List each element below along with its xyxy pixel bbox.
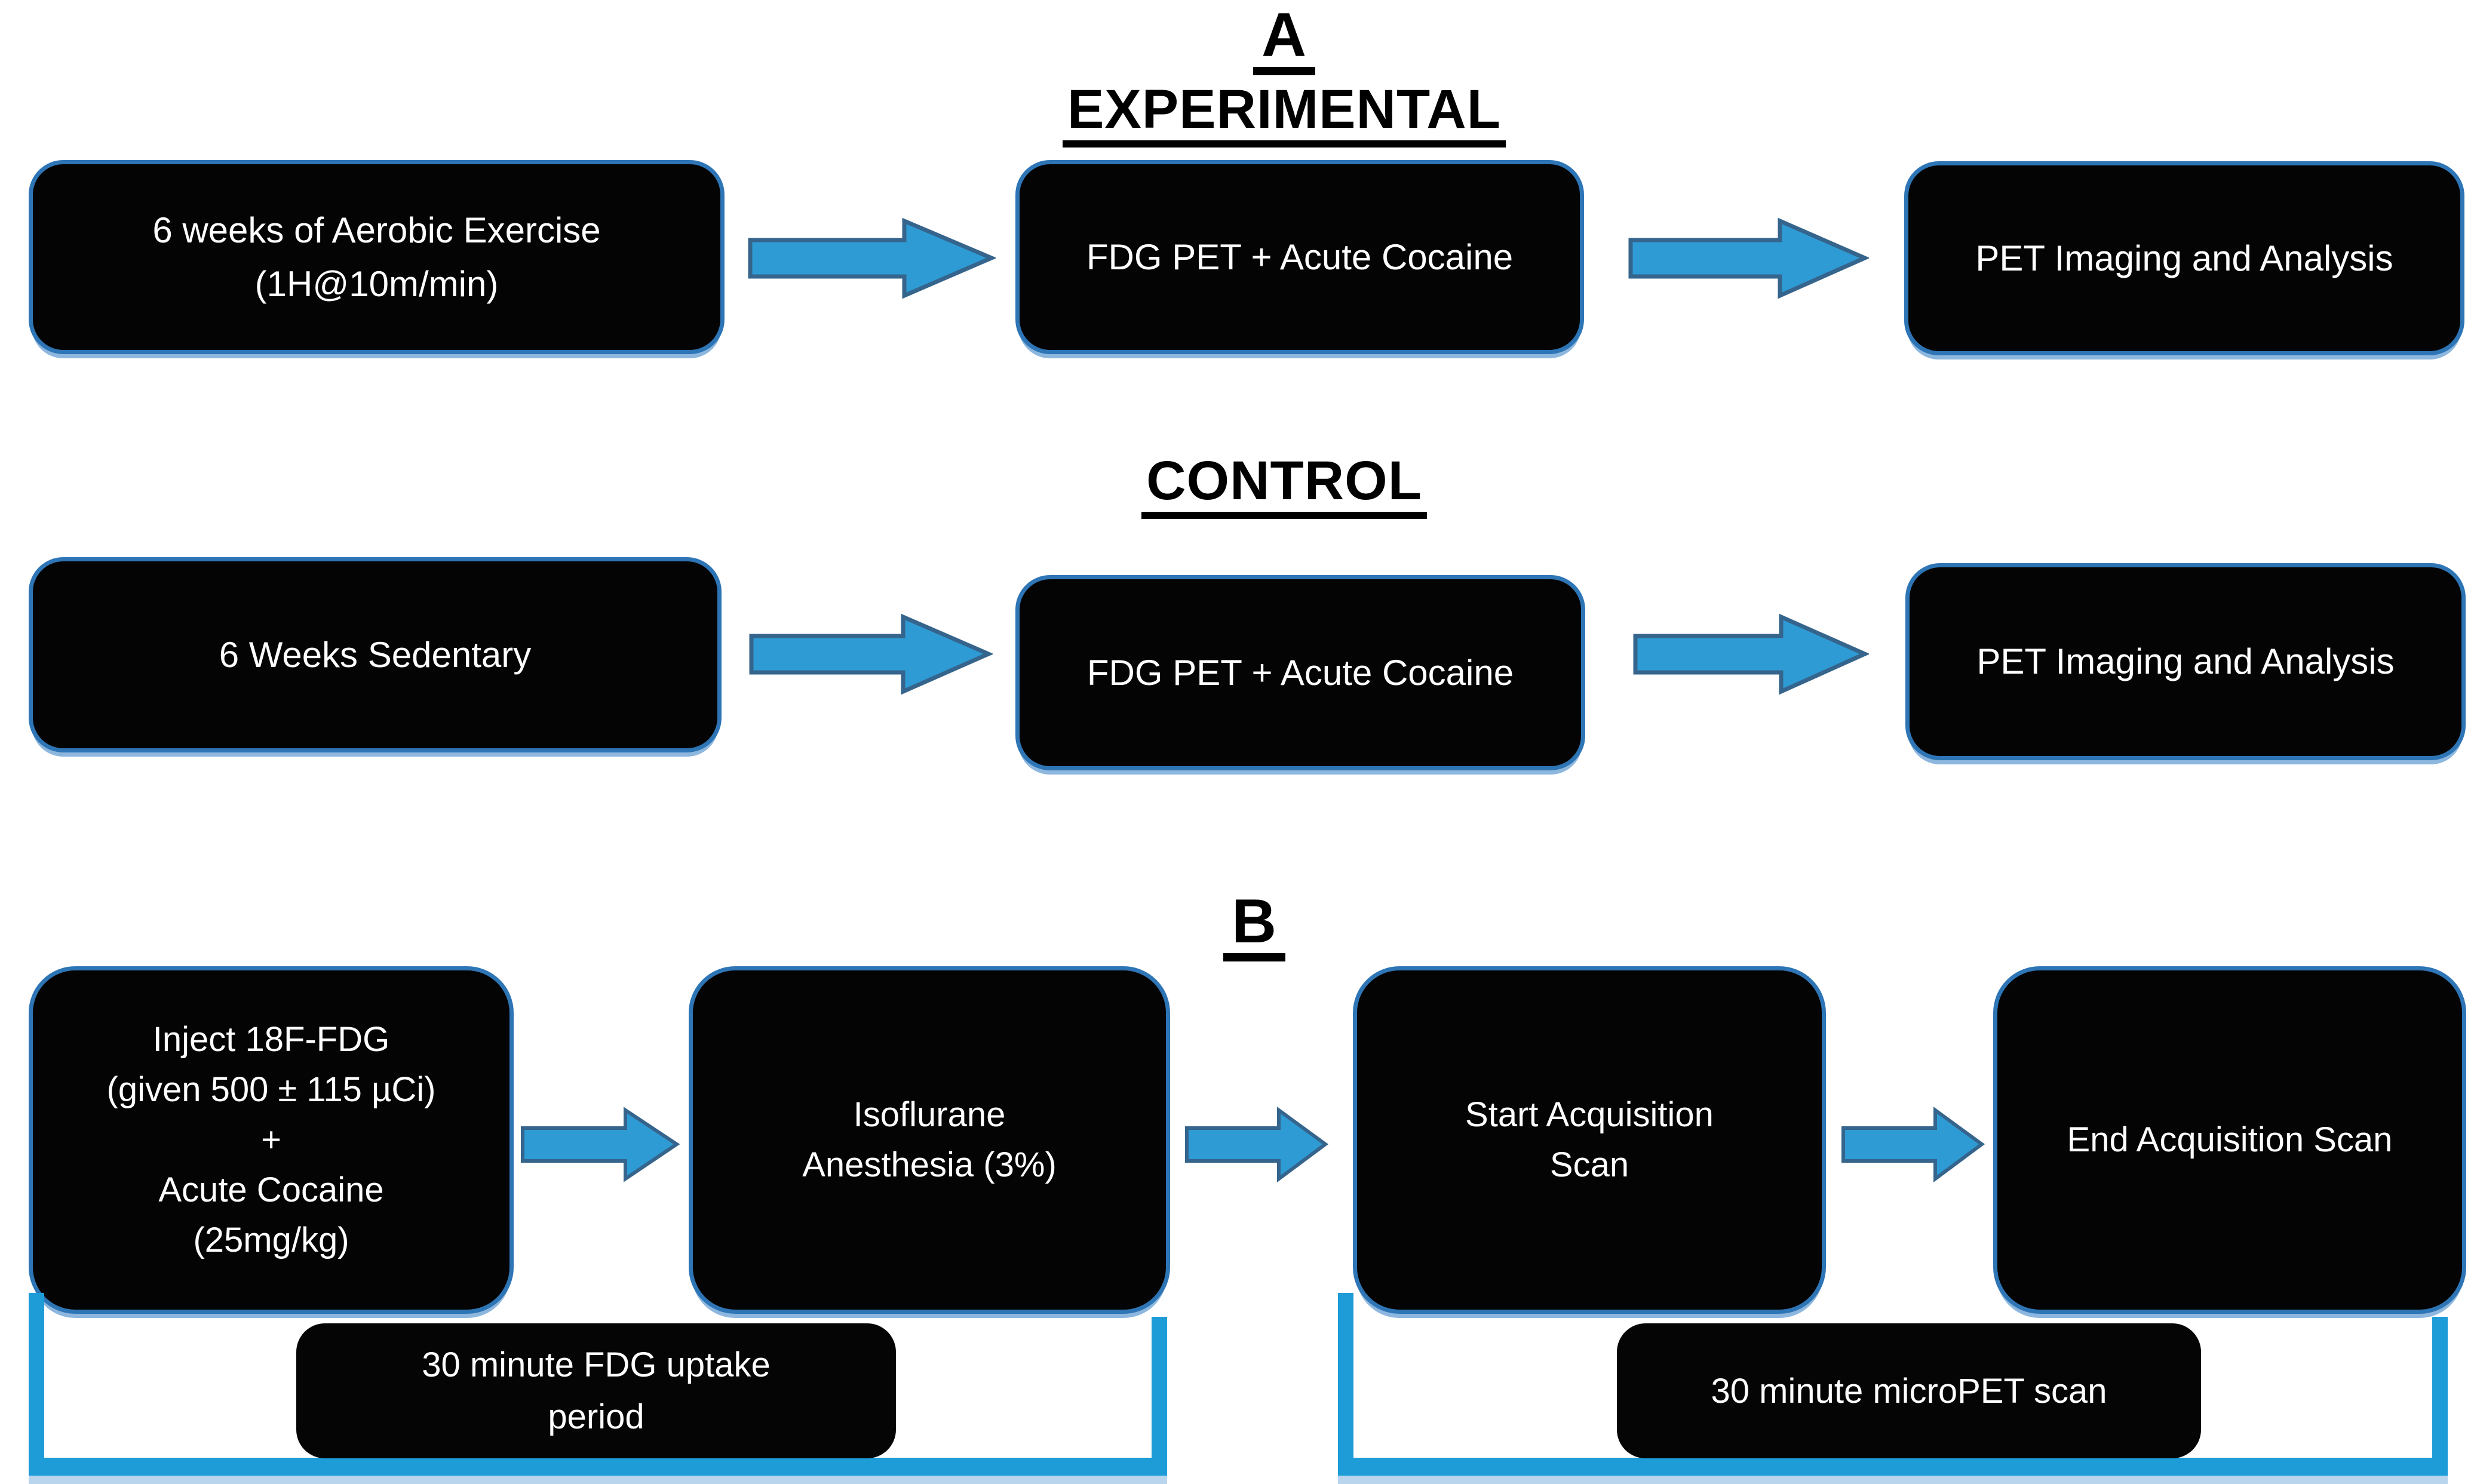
- flow-box-label: Start Acquisition Scan: [1465, 1095, 1714, 1184]
- flow-box-fdg-pet-exp: FDG PET + Acute Cocaine: [1015, 160, 1584, 354]
- micropet-scan-label: 30 minute microPET scan: [1711, 1371, 2107, 1411]
- flow-box-label: 6 weeks of Aerobic Exercise (1H@10m/min): [152, 210, 601, 304]
- right-arrow-icon: [1841, 1107, 1985, 1182]
- right-arrow-icon: [1633, 613, 1869, 695]
- bracket-left-tick: [1338, 1293, 1353, 1477]
- flow-box-fdg-pet-ctrl: FDG PET + Acute Cocaine: [1015, 575, 1585, 770]
- panel-a-header: A EXPERIMENTAL: [866, 4, 1702, 148]
- flow-box-imaging-exp: PET Imaging and Analysis: [1904, 161, 2464, 355]
- bracket-bar: [29, 1458, 1167, 1484]
- flow-box-imaging-ctrl: PET Imaging and Analysis: [1905, 563, 2466, 760]
- flow-box-inject-fdg: Inject 18F-FDG (given 500 ± 115 µCi) + A…: [29, 966, 514, 1314]
- experimental-title: EXPERIMENTAL: [1063, 79, 1506, 148]
- flow-box-start-scan: Start Acquisition Scan: [1353, 966, 1826, 1314]
- flow-box-label: PET Imaging and Analysis: [1976, 641, 2395, 681]
- right-arrow-icon: [1628, 217, 1869, 299]
- bracket-right-tick: [2432, 1317, 2448, 1477]
- flow-box-label: End Acquisition Scan: [2067, 1120, 2393, 1159]
- uptake-period-label: 30 minute FDG uptake period: [422, 1345, 771, 1436]
- flow-box-label: PET Imaging and Analysis: [1975, 238, 2393, 278]
- flow-box-label: FDG PET + Acute Cocaine: [1086, 652, 1514, 693]
- flow-box-label: 6 Weeks Sedentary: [219, 634, 532, 675]
- bracket-bar: [1338, 1458, 2448, 1484]
- flow-box-sedentary: 6 Weeks Sedentary: [29, 557, 722, 752]
- flow-box-isoflurane: Isoflurane Anesthesia (3%): [689, 966, 1170, 1314]
- right-arrow-icon: [749, 613, 993, 695]
- panel-b-header: B: [866, 890, 1643, 962]
- uptake-period-label-box: 30 minute FDG uptake period: [296, 1323, 896, 1458]
- flow-box-label: FDG PET + Acute Cocaine: [1086, 236, 1514, 277]
- right-arrow-icon: [1185, 1107, 1329, 1182]
- control-title: CONTROL: [1141, 450, 1427, 520]
- flow-box-label: Inject 18F-FDG (given 500 ± 115 µCi) + A…: [106, 1019, 436, 1260]
- right-arrow-icon: [521, 1107, 680, 1182]
- flow-box-end-scan: End Acquisition Scan: [1993, 966, 2466, 1314]
- panel-b-label: B: [1223, 890, 1286, 962]
- bracket-left-tick: [29, 1293, 44, 1477]
- right-arrow-icon: [748, 217, 996, 299]
- control-header: CONTROL: [866, 447, 1702, 520]
- flow-box-label: Isoflurane Anesthesia (3%): [802, 1095, 1057, 1184]
- micropet-scan-label-box: 30 minute microPET scan: [1617, 1323, 2201, 1458]
- bracket-right-tick: [1152, 1317, 1167, 1477]
- flow-box-exercise: 6 weeks of Aerobic Exercise (1H@10m/min): [29, 160, 725, 354]
- panel-a-label: A: [1253, 4, 1316, 76]
